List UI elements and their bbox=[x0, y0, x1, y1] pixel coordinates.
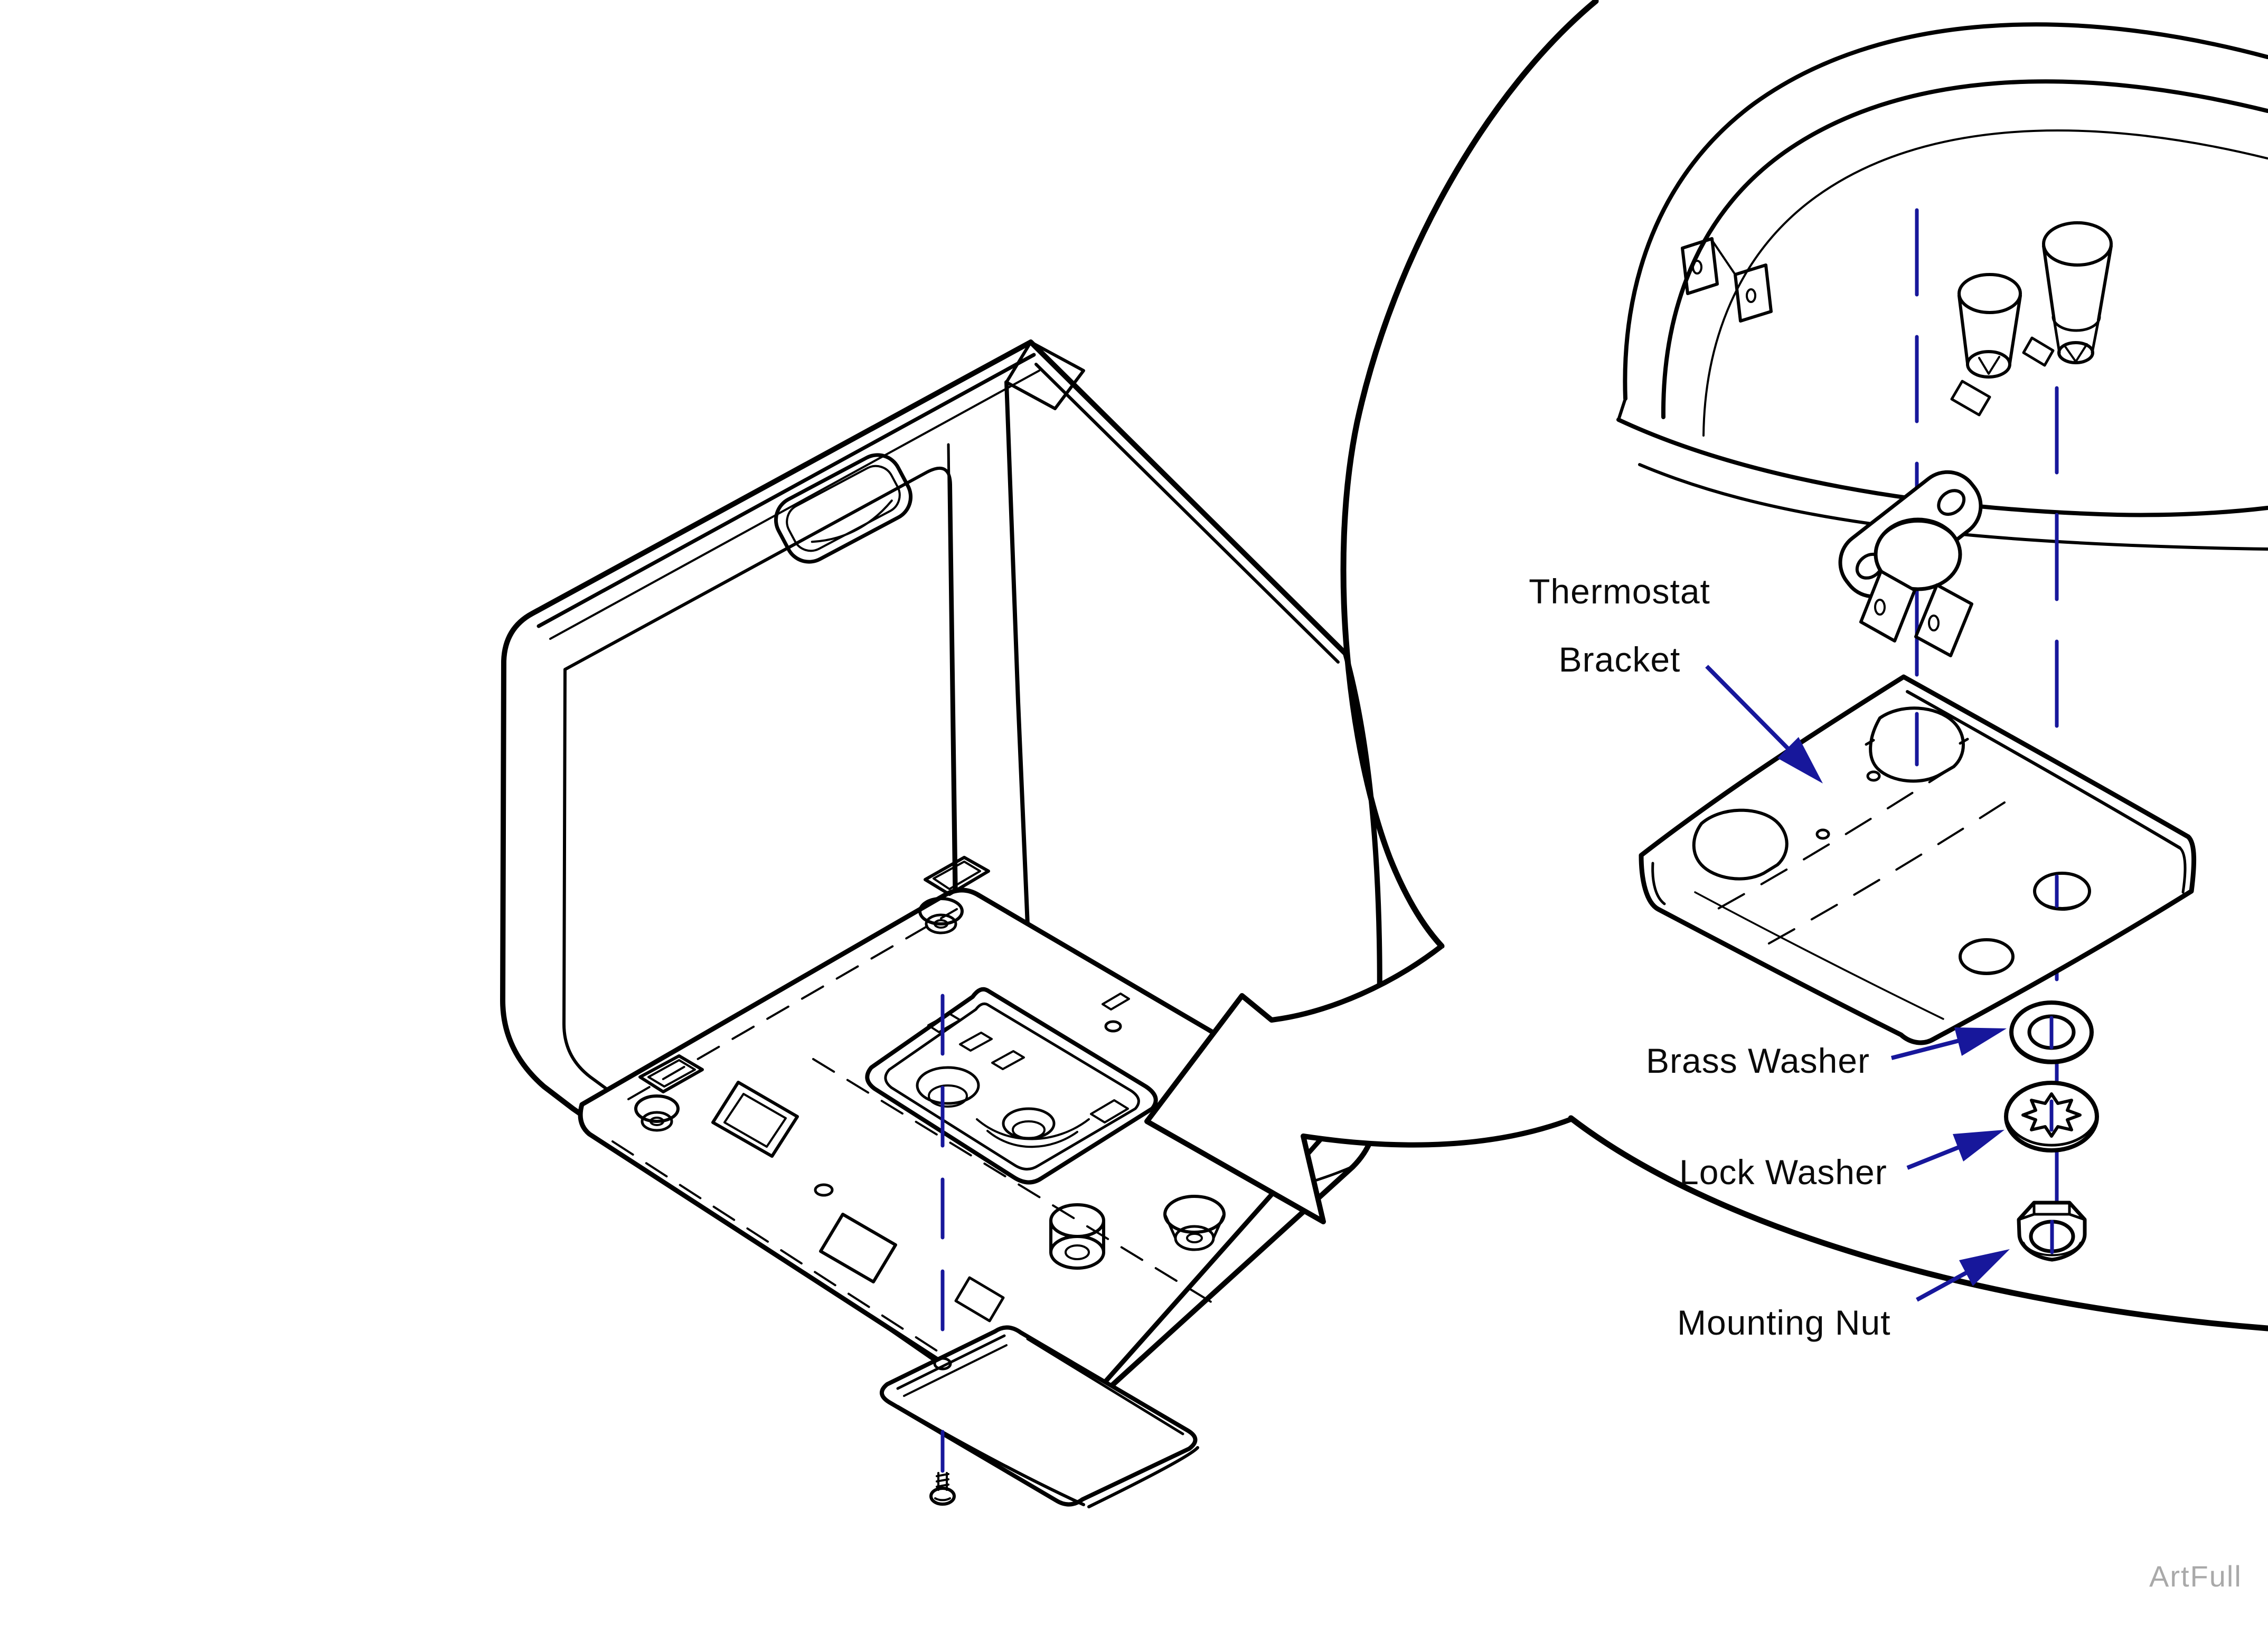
detail-arrow-fill bbox=[1147, 946, 1571, 1222]
panel-slot-a-inner bbox=[723, 1093, 787, 1148]
label-mounting-nut: Mounting Nut bbox=[1677, 1303, 1891, 1342]
cover-plate-shadow-edge bbox=[896, 1405, 1199, 1508]
balloon-swoosh bbox=[1568, 1115, 2268, 1331]
panel-slot-c bbox=[954, 1276, 1005, 1323]
leader-arrow-brass-washer bbox=[1891, 1027, 2007, 1060]
thermostat-terminal-1 bbox=[1859, 570, 1916, 643]
access-cover-plate bbox=[880, 1325, 1199, 1508]
panel-tab bbox=[1102, 993, 1130, 1010]
lock-washer-teeth bbox=[2021, 1092, 2082, 1138]
detail-arrow bbox=[1144, 944, 2268, 1331]
panel-hole-2 bbox=[1104, 1020, 1122, 1033]
bracket-cutout-left bbox=[1692, 808, 1789, 881]
side-top-rim bbox=[1034, 363, 1340, 664]
leader-arrow-mounting-nut bbox=[1916, 1249, 2010, 1302]
brass-washer bbox=[2009, 1000, 2094, 1064]
terminal-tabs bbox=[1681, 237, 1773, 323]
bracket-flange-lip bbox=[1906, 690, 2181, 849]
balloon-arc bbox=[1340, 0, 1599, 949]
temperature-probe-right bbox=[2042, 221, 2113, 364]
bracket-pilot-hole-2 bbox=[1815, 828, 1830, 840]
panel-hole-1 bbox=[814, 1183, 834, 1197]
lock-washer bbox=[2004, 1081, 2099, 1153]
leader-arrow-lock-washer bbox=[1906, 1130, 2005, 1170]
bracket-oval-hole-right bbox=[2033, 872, 2091, 911]
detail-arrow-outline bbox=[1144, 944, 1572, 1224]
leveling-foot-left bbox=[634, 1054, 704, 1132]
label-lock-washer: Lock Washer bbox=[1679, 1153, 1887, 1192]
foot-conical bbox=[1163, 1195, 1226, 1251]
door-handle-recess bbox=[774, 453, 913, 564]
label-thermostat-bracket-line1: Thermostat bbox=[1529, 572, 1710, 611]
cover-plate-lip-2 bbox=[903, 1344, 1008, 1397]
bracket-left-lip bbox=[1651, 862, 1666, 905]
foot-cylindrical bbox=[1049, 1203, 1105, 1270]
label-thermostat-bracket-line2: Bracket bbox=[1559, 640, 1681, 679]
labels: Thermostat Bracket Brass Washer Lock Was… bbox=[1529, 572, 1890, 1342]
watermark: ArtFull bbox=[2149, 1560, 2242, 1593]
leader-arrow-thermostat-bracket bbox=[1705, 665, 1823, 783]
cover-screw bbox=[929, 1472, 956, 1506]
chamber-underside-corner bbox=[1616, 22, 2268, 551]
thermostat bbox=[1838, 470, 1983, 657]
bracket-flange-lip-2 bbox=[2178, 846, 2187, 894]
panel-slot-a bbox=[711, 1081, 799, 1158]
panel-slot-b bbox=[819, 1213, 897, 1283]
bracket-pilot-hole-1 bbox=[1866, 770, 1881, 782]
detail-balloon bbox=[1340, 0, 2268, 1269]
top-corner-chamfer bbox=[1005, 341, 1085, 410]
bracket-cutout-top bbox=[1869, 706, 1965, 783]
component-opening bbox=[865, 987, 1158, 1185]
temperature-probe-left bbox=[1950, 273, 2022, 417]
leveling-foot-rear bbox=[918, 856, 990, 934]
door-top-rim-inner bbox=[549, 370, 1040, 640]
base-panel-dash-1 bbox=[627, 908, 958, 1100]
label-brass-washer: Brass Washer bbox=[1646, 1041, 1870, 1080]
mounting-nut bbox=[2017, 1201, 2087, 1262]
thermostat-bracket bbox=[1639, 674, 2197, 1045]
thermostat-terminal-2 bbox=[1914, 583, 1973, 657]
probe-mount-tab bbox=[2022, 336, 2055, 367]
base-panel bbox=[578, 856, 1337, 1432]
cover-plate-hole bbox=[933, 1357, 952, 1371]
leader-arrows bbox=[1705, 665, 2010, 1302]
bracket-bottom-crease bbox=[1694, 891, 1944, 1020]
base-panel-rim bbox=[578, 887, 1337, 1432]
door-top-rim bbox=[537, 353, 1036, 628]
sterilizer-unit bbox=[500, 339, 1382, 1508]
